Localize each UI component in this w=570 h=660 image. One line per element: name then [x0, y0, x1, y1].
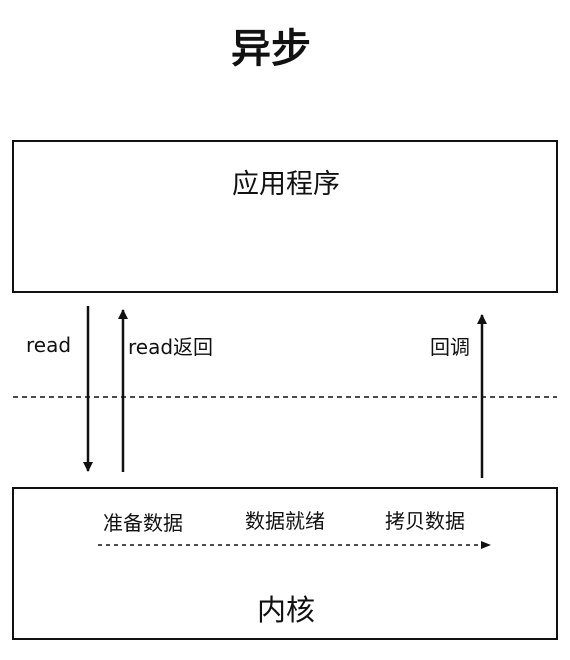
read-label: read: [26, 333, 71, 357]
application-label: 应用程序: [232, 169, 340, 200]
kernel-step-ready: 数据就绪: [245, 509, 325, 533]
kernel-step-copy: 拷贝数据: [385, 509, 465, 533]
kernel-box: [12, 487, 558, 640]
diagram-title: 异步: [231, 26, 311, 72]
read-return-label: read返回: [128, 335, 213, 359]
kernel-step-prepare: 准备数据: [103, 511, 183, 535]
kernel-label: 内核: [257, 593, 315, 627]
application-box: [12, 140, 558, 293]
callback-label: 回调: [430, 335, 470, 359]
